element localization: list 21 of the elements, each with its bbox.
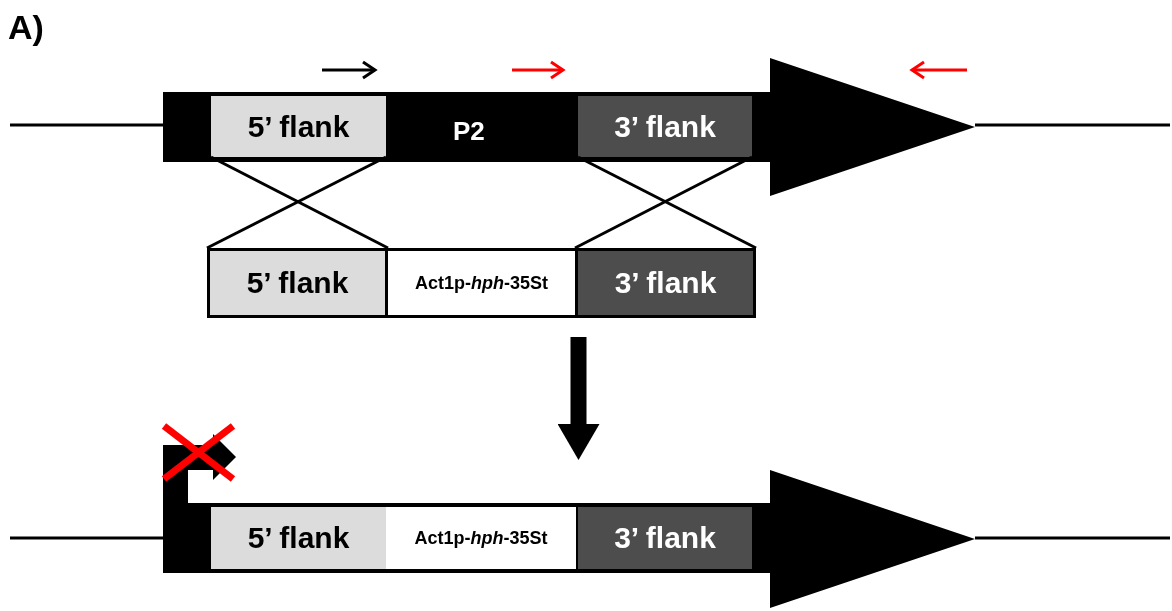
process-arrow bbox=[557, 337, 600, 460]
segment-label: Act1p-hph-35St bbox=[414, 527, 548, 549]
flank-segment bbox=[211, 96, 386, 157]
flank-segment bbox=[207, 248, 388, 318]
flank-segment bbox=[578, 96, 752, 157]
gene-label: P2 bbox=[453, 116, 485, 147]
gene-arrow bbox=[163, 470, 975, 608]
segment-label: 5’ flank bbox=[247, 109, 350, 144]
segment-label: 5’ flank bbox=[246, 266, 349, 300]
segment-label: 3’ flank bbox=[614, 266, 717, 300]
panel-label: A) bbox=[8, 8, 44, 47]
flank-segment bbox=[578, 507, 752, 569]
gene-arrow bbox=[163, 58, 975, 196]
flank-segment bbox=[211, 507, 386, 569]
cassette-segment bbox=[385, 248, 578, 318]
cassette-segment bbox=[386, 507, 576, 569]
segment-label: 5’ flank bbox=[247, 521, 350, 555]
flank-segment bbox=[575, 248, 756, 318]
segment-label: 3’ flank bbox=[614, 521, 716, 555]
segment-label: 3’ flank bbox=[614, 109, 716, 144]
segment-label: Act1p-hph-35St bbox=[415, 272, 548, 294]
